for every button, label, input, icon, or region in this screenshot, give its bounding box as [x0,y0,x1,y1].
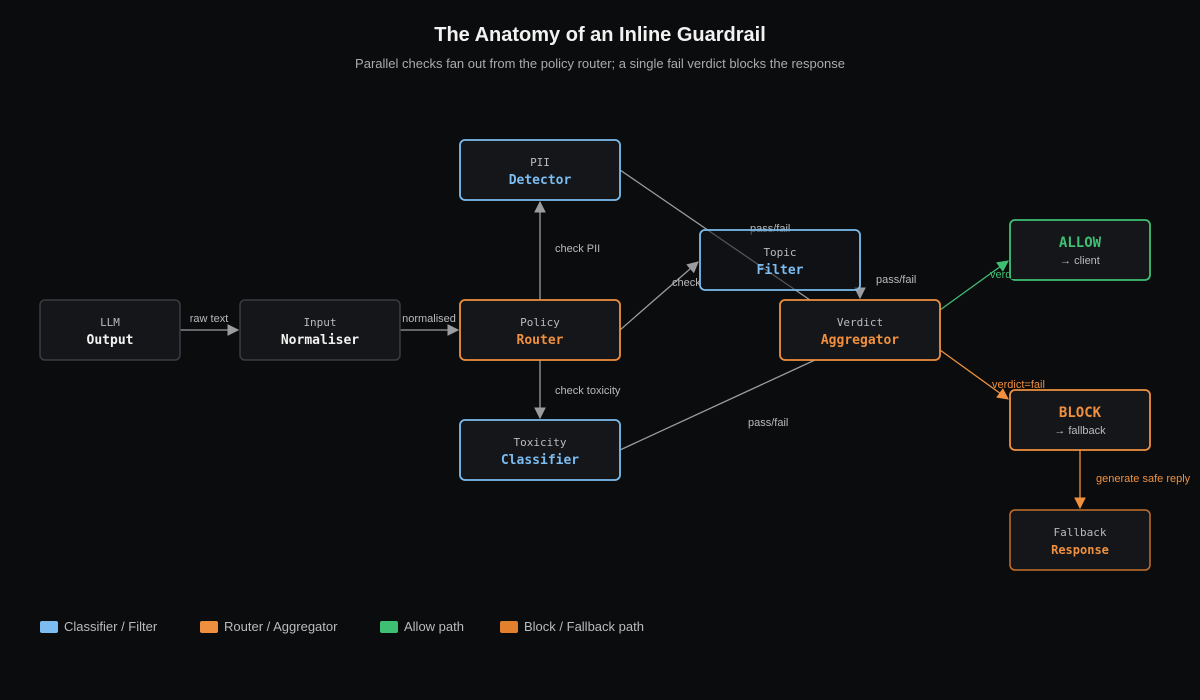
node-block-top: BLOCK [1059,405,1102,421]
node-llm-output-bottom: Output [87,333,134,348]
node-pii-detector-bottom: Detector [509,173,572,188]
edge-label-verdict-fail: verdict=fail [992,379,1045,391]
node-toxicity-classifier-top: Toxicity [514,436,567,449]
node-input-normaliser-top: Input [303,316,336,329]
node-pii-detector: PII Detector [459,139,621,201]
legend-item-router-aggregator: Router / Aggregator [200,619,337,634]
edge-label-check-topic: check [672,277,701,289]
allow-box-mask [1011,266,1031,279]
node-block-bottom: → fallback [1054,425,1106,437]
edge-label-raw-text: raw text [190,313,229,325]
node-llm-output-top: LLM [100,316,120,329]
node-input-normaliser: Input Normaliser [239,299,401,361]
edge-label-toxicity-pass-fail: pass/fail [748,417,788,429]
legend-swatch [40,620,58,633]
node-verdict-aggregator-bottom: Aggregator [821,333,899,348]
edge-label-check-toxicity: check toxicity [555,385,621,397]
edge-check-topic [619,261,699,331]
legend-swatch [500,620,518,633]
edge-label-verdict-pass: verd [990,269,1011,281]
node-pii-detector-top: PII [530,156,550,169]
node-block: BLOCK → fallback [1009,389,1151,451]
edge-label-normalised: normalised [402,313,456,325]
diagram-title: The Anatomy of an Inline Guardrail [434,24,766,46]
edge-label-check-pii: check PII [555,243,600,255]
edge-label-generate-safe-reply: generate safe reply [1096,473,1191,485]
edge-toxicity-pass-fail [619,359,816,451]
node-verdict-aggregator-top: Verdict [837,316,883,329]
node-fallback-response-bottom: Response [1051,543,1109,557]
node-verdict-aggregator: Verdict Aggregator [779,299,941,361]
node-policy-router: Policy Router [459,299,621,361]
node-fallback-response-top: Fallback [1054,526,1107,539]
edge-label-topic-pass-fail: pass/fail [876,274,916,286]
legend-item-allow-path: Allow path [380,619,464,634]
node-topic-filter-bottom: Filter [757,263,804,278]
node-allow: ALLOW → client [1009,219,1151,281]
diagram-subtitle: Parallel checks fan out from the policy … [355,56,845,71]
edge-verdict-pass [939,260,1009,311]
legend-item-classifier-filter: Classifier / Filter [40,619,157,634]
node-topic-filter: Topic Filter [699,229,861,291]
legend-label: Router / Aggregator [224,619,338,634]
node-toxicity-classifier: Toxicity Classifier [459,419,621,481]
node-policy-router-bottom: Router [517,333,564,348]
legend-item-block-fallback-path: Block / Fallback path [500,619,644,634]
node-policy-router-top: Policy [520,316,560,329]
edge-verdict-fail [939,349,1009,400]
node-allow-bottom: → client [1060,255,1100,267]
node-toxicity-classifier-bottom: Classifier [501,453,579,468]
legend-swatch [200,620,218,633]
legend-label: Allow path [404,619,464,634]
node-fallback-response: Fallback Response [1009,509,1151,571]
edge-labels: raw text normalised check PII check toxi… [190,223,1191,485]
node-allow-top: ALLOW [1059,235,1102,251]
legend-label: Block / Fallback path [524,619,644,634]
node-topic-filter-top: Topic [763,246,796,259]
legend-swatch [380,620,398,633]
node-input-normaliser-bottom: Normaliser [281,333,359,348]
legend-label: Classifier / Filter [64,619,158,634]
node-llm-output: LLM Output [39,299,181,361]
